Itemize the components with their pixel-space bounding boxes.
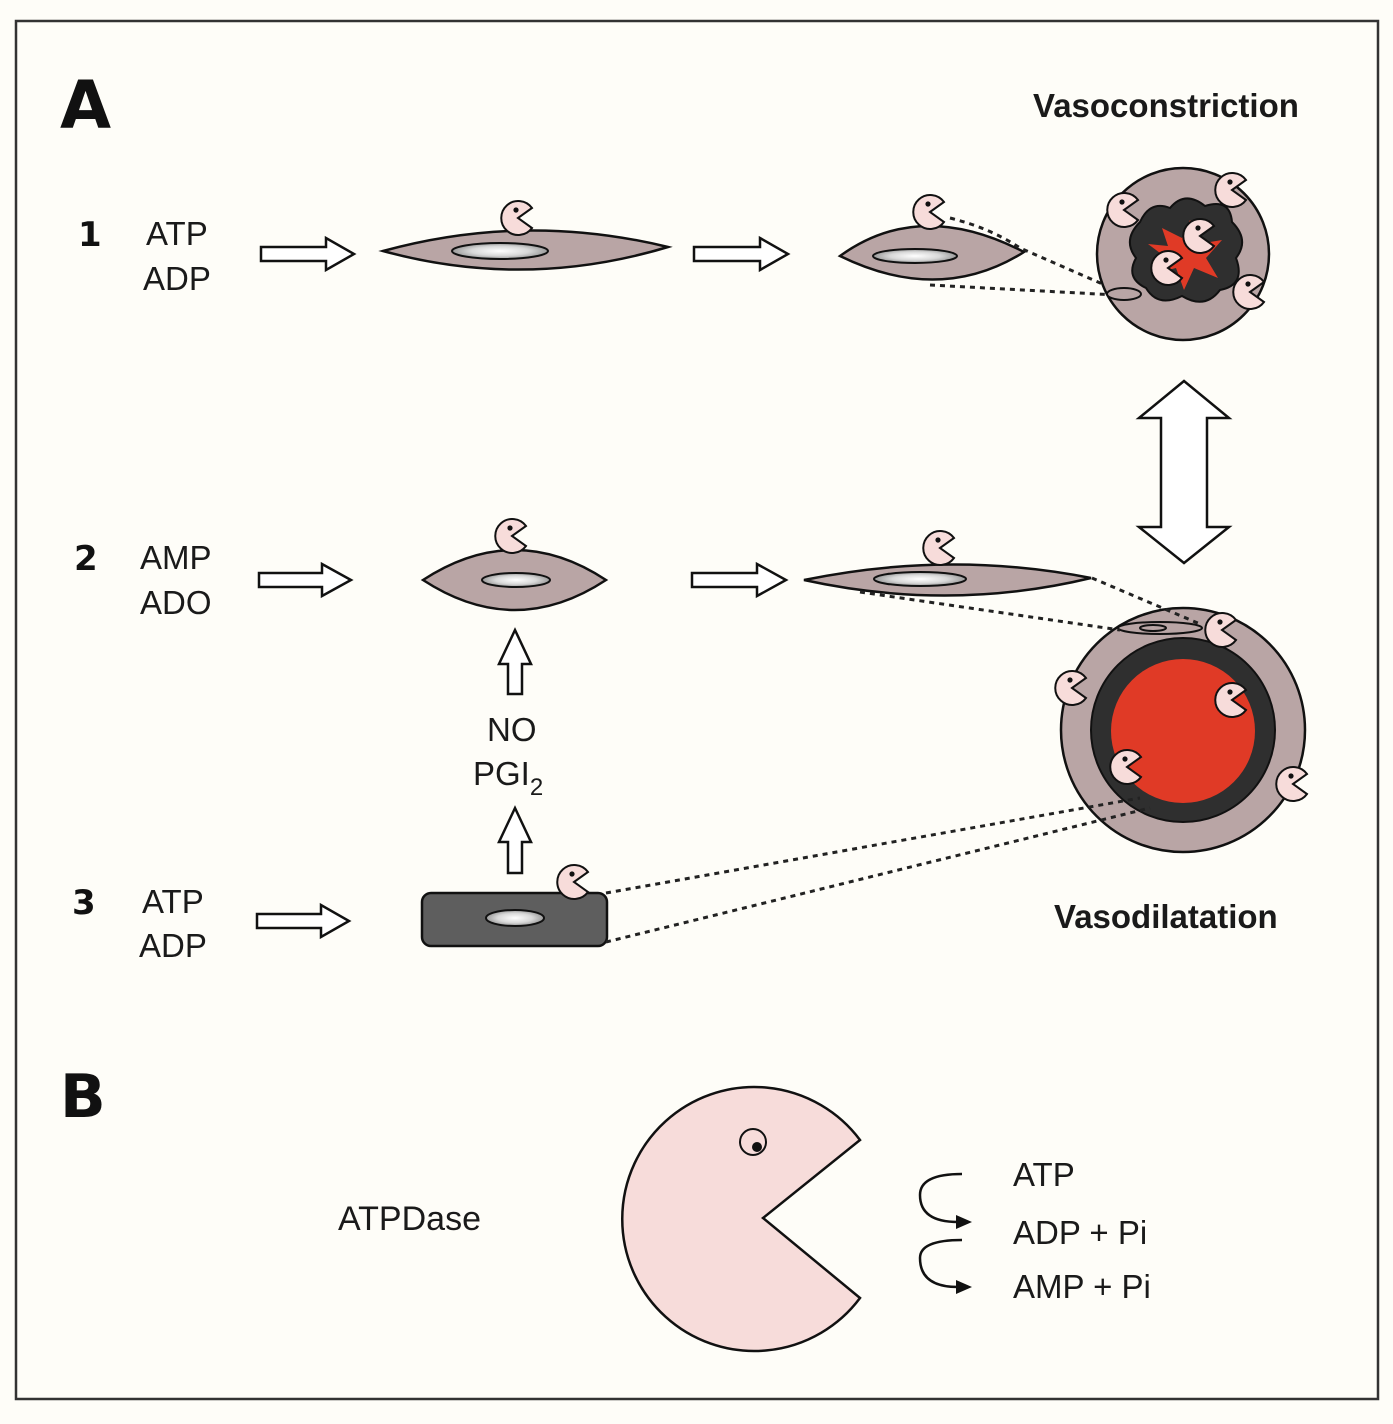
reaction-product-1: ADP + Pi [1013, 1214, 1147, 1251]
arrowhead-icon [956, 1215, 972, 1229]
smooth-muscle-cell-relaxed [803, 563, 1092, 597]
zoom-lines [605, 576, 1201, 944]
panel-a-letter: A [60, 67, 111, 144]
atpdase-large-icon [621, 1085, 862, 1353]
cell-cross-section [1117, 621, 1203, 635]
row-number: 2 [74, 539, 98, 579]
vasodilatation-title: Vasodilatation [1054, 898, 1278, 935]
reaction-product-2: AMP + Pi [1013, 1268, 1151, 1305]
nucleus [873, 571, 967, 587]
arrow-right-icon [255, 902, 352, 940]
nucleus [485, 909, 545, 927]
nucleus [451, 242, 549, 260]
vessel-lumen [1148, 220, 1222, 290]
row-number: 3 [72, 883, 96, 923]
mediator-pgi2-main: PGI [473, 755, 530, 792]
arrow-right-icon [259, 235, 357, 273]
nucleus [872, 248, 958, 264]
endothelial-cell [420, 891, 609, 948]
dilated-vessel [1059, 606, 1307, 854]
row-nucleotide-1: AMP [140, 539, 212, 576]
mediator-no: NO [487, 711, 537, 748]
row-1: 1 ATP ADP [78, 215, 211, 297]
row-nucleotide-2: ADO [140, 584, 212, 621]
smooth-muscle-cell-relaxed [378, 229, 673, 271]
nucleus [481, 572, 551, 588]
row-nucleotide-1: ATP [146, 215, 208, 252]
mediator-pgi2-subscript: 2 [530, 774, 543, 801]
row-nucleotide-2: ADP [143, 260, 211, 297]
arrowhead-icon [956, 1280, 972, 1294]
arrow-right-icon [257, 561, 354, 599]
row-number: 1 [78, 215, 102, 255]
mediator-pgi2: PGI2 [473, 755, 543, 801]
row-2: 2 AMP ADO [74, 539, 212, 621]
vasoconstriction-title: Vasoconstriction [1033, 87, 1299, 124]
smooth-muscle-cell-contracted [837, 224, 1027, 281]
cell-cross-section [1106, 287, 1142, 301]
double-arrow-icon [1135, 379, 1233, 565]
arrow-right-icon [692, 235, 791, 273]
arrow-right-icon [690, 561, 789, 599]
row-nucleotide-2: ADP [139, 927, 207, 964]
arrowheads [956, 1215, 972, 1294]
arrow-up-icon [497, 627, 533, 696]
row-3: 3 ATP ADP [72, 883, 207, 964]
smooth-muscle-cell-contracted [420, 548, 609, 612]
atpdase-label: ATPDase [338, 1200, 481, 1238]
row-nucleotide-1: ATP [142, 883, 204, 920]
reaction-arrows [918, 1172, 963, 1289]
zoom-lines [929, 216, 1136, 298]
arrow-up-icon [497, 805, 533, 875]
reaction-substrate: ATP [1013, 1156, 1075, 1193]
panel-b-letter: B [60, 1062, 106, 1132]
